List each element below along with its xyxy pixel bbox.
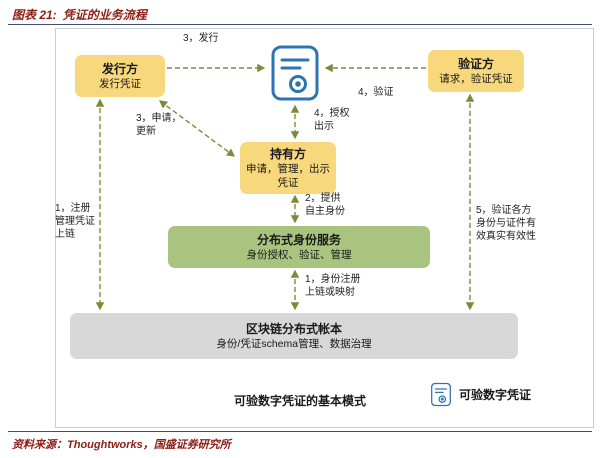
node-blockchain: 区块链分布式帐本 身份/凭证schema管理、数据治理 [70, 313, 518, 359]
node-verifier: 验证方 请求，验证凭证 [428, 50, 524, 92]
edge-label-identity-register: 1，身份注册 上链或映射 [305, 274, 361, 298]
edge-label-authorize-present: 4，授权 出示 [314, 108, 350, 132]
edge-label-verify: 4，验证 [358, 87, 394, 98]
title-divider [8, 24, 592, 25]
legend-label: 可验数字凭证 [459, 388, 532, 402]
holder-subtitle: 申请，管理，出示 凭证 [246, 162, 330, 189]
source-note: 资料来源：Thoughtworks，国盛证券研究所 [12, 439, 231, 451]
credential-icon-small [431, 382, 451, 407]
verifier-title: 验证方 [457, 56, 494, 71]
figure-number: 图表 21: [12, 8, 57, 22]
node-holder: 持有方 申请，管理，出示 凭证 [240, 142, 336, 194]
figure-title-text: 凭证的业务流程 [62, 8, 147, 22]
edge-label-provide-identity: 2，提供 自主身份 [305, 193, 345, 217]
verifier-subtitle: 请求，验证凭证 [439, 72, 513, 85]
node-did-service: 分布式身份服务 身份授权、验证、管理 [168, 226, 430, 268]
issuer-subtitle: 发行凭证 [99, 77, 141, 90]
issuer-title: 发行方 [101, 61, 138, 76]
did-service-title: 分布式身份服务 [256, 232, 341, 247]
diagram-caption: 可验数字凭证的基本模式 [233, 394, 366, 408]
figure-title: 图表 21: 凭证的业务流程 [12, 6, 147, 23]
edge-label-apply-update: 3，申请， 更新 [136, 113, 182, 137]
blockchain-title: 区块链分布式帐本 [245, 321, 342, 336]
edge-label-issue: 3，发行 [183, 33, 219, 44]
footer-divider [8, 431, 592, 432]
did-service-subtitle: 身份授权、验证、管理 [246, 248, 352, 261]
edge-label-verify-validity: 5，验证各方 身份与证件有 效真实有效性 [476, 205, 536, 242]
credential-icon [271, 45, 319, 101]
blockchain-subtitle: 身份/凭证schema管理、数据治理 [216, 337, 372, 350]
holder-title: 持有方 [269, 146, 306, 161]
edge-label-register-credential: 1，注册 管理凭证 上链 [55, 203, 95, 240]
legend: 可验数字凭证 [430, 382, 531, 407]
node-issuer: 发行方 发行凭证 [75, 55, 165, 97]
